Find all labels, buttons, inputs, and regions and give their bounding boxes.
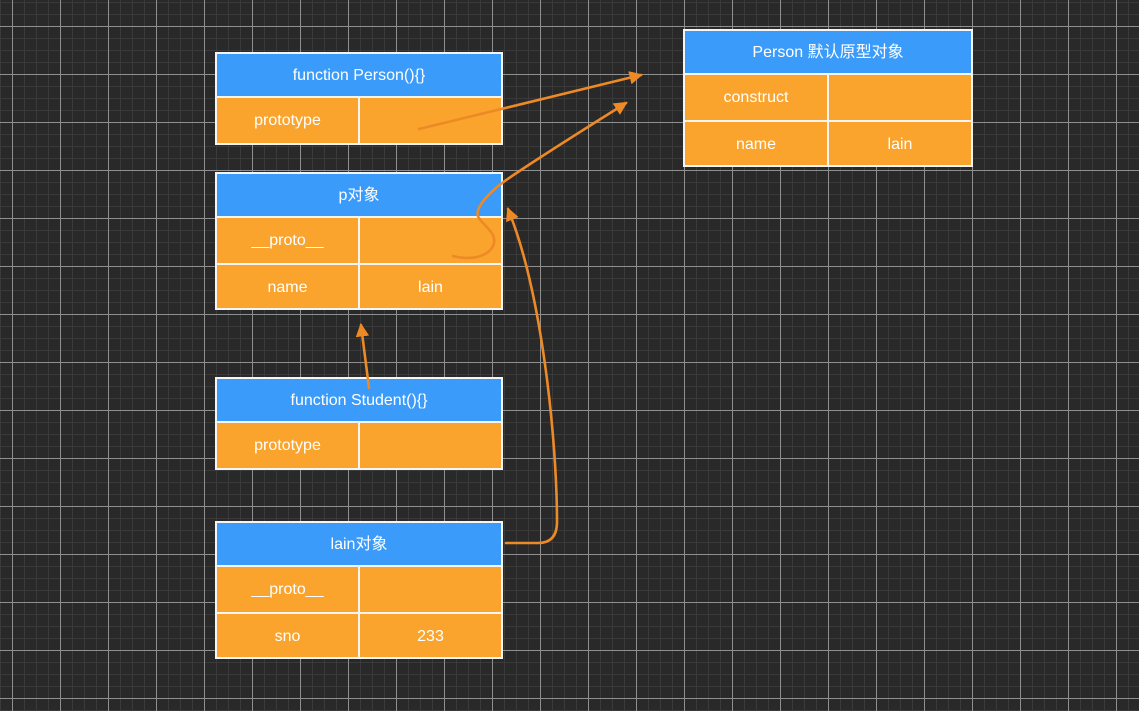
- table-row: construct: [685, 75, 971, 120]
- node-p-object[interactable]: p对象 __proto__ name lain: [215, 172, 503, 310]
- p-object-key-name[interactable]: name: [217, 265, 360, 308]
- p-object-value-name[interactable]: lain: [418, 279, 443, 296]
- node-lain-object-title[interactable]: lain对象: [217, 523, 501, 567]
- node-person-default-prototype-title[interactable]: Person 默认原型对象: [685, 31, 971, 75]
- node-function-person[interactable]: function Person(){} prototype: [215, 52, 503, 145]
- node-p-object-title[interactable]: p对象: [217, 174, 501, 218]
- table-row: name lain: [685, 120, 971, 165]
- connector-p-obj-proto-to-person-proto[interactable]: [451, 101, 628, 260]
- p-object-key-proto[interactable]: __proto__: [217, 218, 360, 263]
- person-fn-key-prototype[interactable]: prototype: [217, 98, 360, 143]
- lain-object-value-sno[interactable]: 233: [417, 628, 444, 645]
- node-function-student-title[interactable]: function Student(){}: [217, 379, 501, 423]
- table-row: __proto__: [217, 567, 501, 612]
- person-proto-key-name[interactable]: name: [685, 122, 829, 165]
- lain-object-key-proto[interactable]: __proto__: [217, 567, 360, 612]
- node-function-student[interactable]: function Student(){} prototype: [215, 377, 503, 470]
- table-row: name lain: [217, 263, 501, 308]
- lain-object-key-sno[interactable]: sno: [217, 614, 360, 657]
- connector-student-prototype-to-p-obj[interactable]: [355, 322, 371, 390]
- table-row: prototype: [217, 423, 501, 468]
- node-function-person-title[interactable]: function Person(){}: [217, 54, 501, 98]
- node-person-default-prototype[interactable]: Person 默认原型对象 construct name lain: [683, 29, 973, 167]
- person-proto-value-name[interactable]: lain: [887, 136, 913, 153]
- student-fn-key-prototype[interactable]: prototype: [217, 423, 360, 468]
- node-lain-object[interactable]: lain对象 __proto__ sno 233: [215, 521, 503, 659]
- person-proto-key-construct[interactable]: construct: [685, 75, 829, 120]
- table-row: sno 233: [217, 612, 501, 657]
- connector-person-prototype-to-person-proto[interactable]: [417, 71, 643, 131]
- connector-lain-obj-proto-to-p-obj[interactable]: [504, 207, 559, 545]
